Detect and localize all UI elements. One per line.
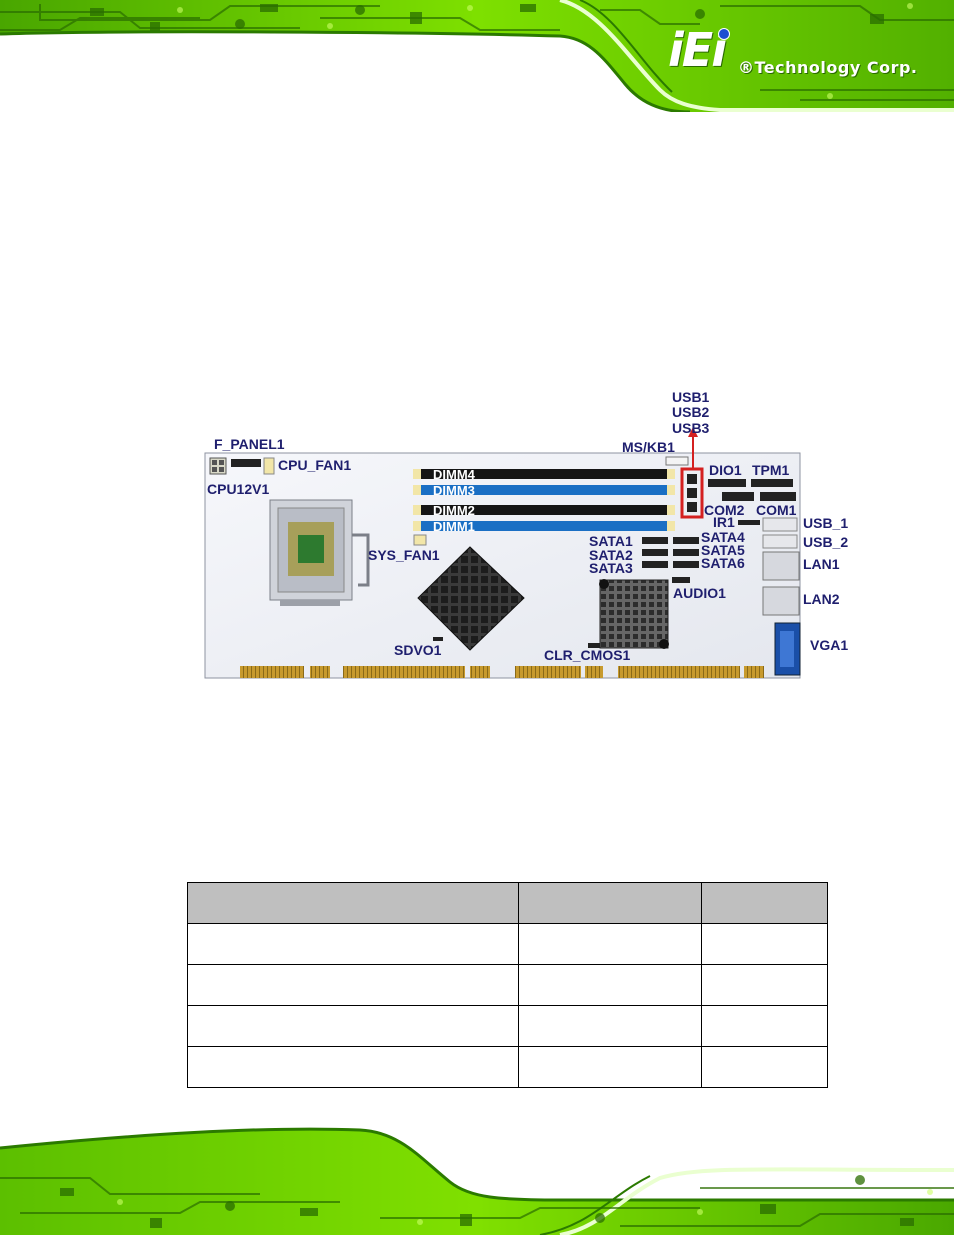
table-cell: [701, 923, 828, 965]
ms-kb1-connector: [665, 456, 689, 466]
company-logo: iEi ®Technology Corp.: [668, 26, 928, 82]
dimm1-slot: [413, 521, 675, 531]
label-usb-2: USB_2: [803, 534, 848, 550]
dimm4-slot: [413, 469, 675, 479]
vga1-port: [774, 622, 801, 676]
northbridge-heatsink: [417, 546, 525, 651]
label-usb-1: USB_1: [803, 515, 848, 531]
table-cell: [518, 964, 703, 1006]
company-name: ®Technology Corp.: [738, 58, 918, 77]
label-sdvo1: SDVO1: [394, 642, 442, 658]
lan1-port: [762, 551, 800, 581]
label-dimm2: DIMM2: [433, 503, 475, 518]
tpm1-header: [751, 479, 793, 487]
audio1-header: [672, 577, 690, 583]
label-sata4: SATA4: [701, 529, 745, 545]
label-cpu-fan1: CPU_FAN1: [278, 457, 351, 473]
cpu-fan1-header: [263, 457, 275, 475]
label-clr-cmos1: CLR_CMOS1: [544, 647, 631, 663]
ir1-header: [738, 520, 760, 525]
table-cell: [186, 923, 520, 965]
label-com2: COM2: [704, 502, 745, 518]
label-f-panel1: F_PANEL1: [214, 436, 285, 452]
table-row: [186, 1046, 828, 1088]
usb-headers-highlight: [680, 427, 704, 519]
label-vga1: VGA1: [810, 637, 848, 653]
label-sata5: SATA5: [701, 542, 745, 558]
label-sata3: SATA3: [589, 560, 633, 576]
label-lan2: LAN2: [803, 591, 840, 607]
table-cell: [186, 964, 520, 1006]
southbridge-heatsink: [599, 579, 669, 649]
label-dimm4: DIMM4: [433, 467, 476, 482]
table-header-cell: [186, 882, 520, 924]
connector-table: [186, 882, 828, 1088]
com2-header: [722, 492, 754, 501]
circuit-board-header-art: [0, 0, 954, 112]
table-header-cell: [518, 882, 703, 924]
com1-header: [760, 492, 796, 501]
label-ms-kb1: MS/KB1: [622, 439, 675, 455]
label-sata1: SATA1: [589, 533, 633, 549]
table-cell: [701, 964, 828, 1006]
dio1-header: [708, 479, 746, 487]
footer-banner: [0, 1118, 954, 1235]
sys-fan1-header: [413, 534, 427, 546]
table-cell: [518, 1005, 703, 1047]
table-cell: [186, 1005, 520, 1047]
label-usb1: USB1: [672, 389, 710, 405]
label-usb2: USB2: [672, 404, 710, 420]
board-layout-diagram: F_PANEL1 CPU_FAN1 CPU12V1 DIMM4 DIMM3 DI…: [200, 385, 860, 685]
motherboard-figure: F_PANEL1 CPU_FAN1 CPU12V1 DIMM4 DIMM3 DI…: [204, 389, 848, 679]
usb-2-port: [762, 534, 798, 549]
label-sata6: SATA6: [701, 555, 745, 571]
label-usb3: USB3: [672, 420, 710, 436]
pci-edge-connector: [240, 666, 764, 678]
table-row: [186, 923, 828, 965]
sata-connectors: [642, 537, 699, 568]
table-header-cell: [701, 882, 828, 924]
label-lan1: LAN1: [803, 556, 840, 572]
clr-cmos1-jumper: [588, 643, 600, 648]
table-cell: [701, 1046, 828, 1088]
table-row: [186, 1005, 828, 1047]
sdvo1-header: [433, 637, 443, 641]
table-cell: [518, 923, 703, 965]
label-ir1: IR1: [713, 514, 735, 530]
table-header-row: [186, 882, 828, 924]
label-sata2: SATA2: [589, 547, 633, 563]
usb-1-port: [762, 517, 798, 532]
logo-dot-icon: [718, 28, 730, 40]
table-cell: [701, 1005, 828, 1047]
label-audio1: AUDIO1: [673, 585, 726, 601]
label-cpu12v1: CPU12V1: [207, 481, 269, 497]
header-banner: iEi ®Technology Corp.: [0, 0, 954, 112]
dimm3-slot: [413, 485, 675, 495]
label-dimm1: DIMM1: [433, 519, 475, 534]
label-dio1: DIO1: [709, 462, 742, 478]
table-cell: [186, 1046, 520, 1088]
dimm2-slot: [413, 505, 675, 515]
circuit-board-footer-art: [0, 1118, 954, 1235]
cpu-socket: [269, 499, 370, 606]
logo-mark: iEi: [668, 23, 727, 77]
label-com1: COM1: [756, 502, 797, 518]
table-row: [186, 964, 828, 1006]
f-panel1-header: [231, 459, 261, 467]
cpu12v1-connector: [209, 457, 227, 475]
lan2-port: [762, 586, 800, 616]
label-sys-fan1: SYS_FAN1: [368, 547, 440, 563]
label-tpm1: TPM1: [752, 462, 790, 478]
table-cell: [518, 1046, 703, 1088]
label-dimm3: DIMM3: [433, 483, 475, 498]
